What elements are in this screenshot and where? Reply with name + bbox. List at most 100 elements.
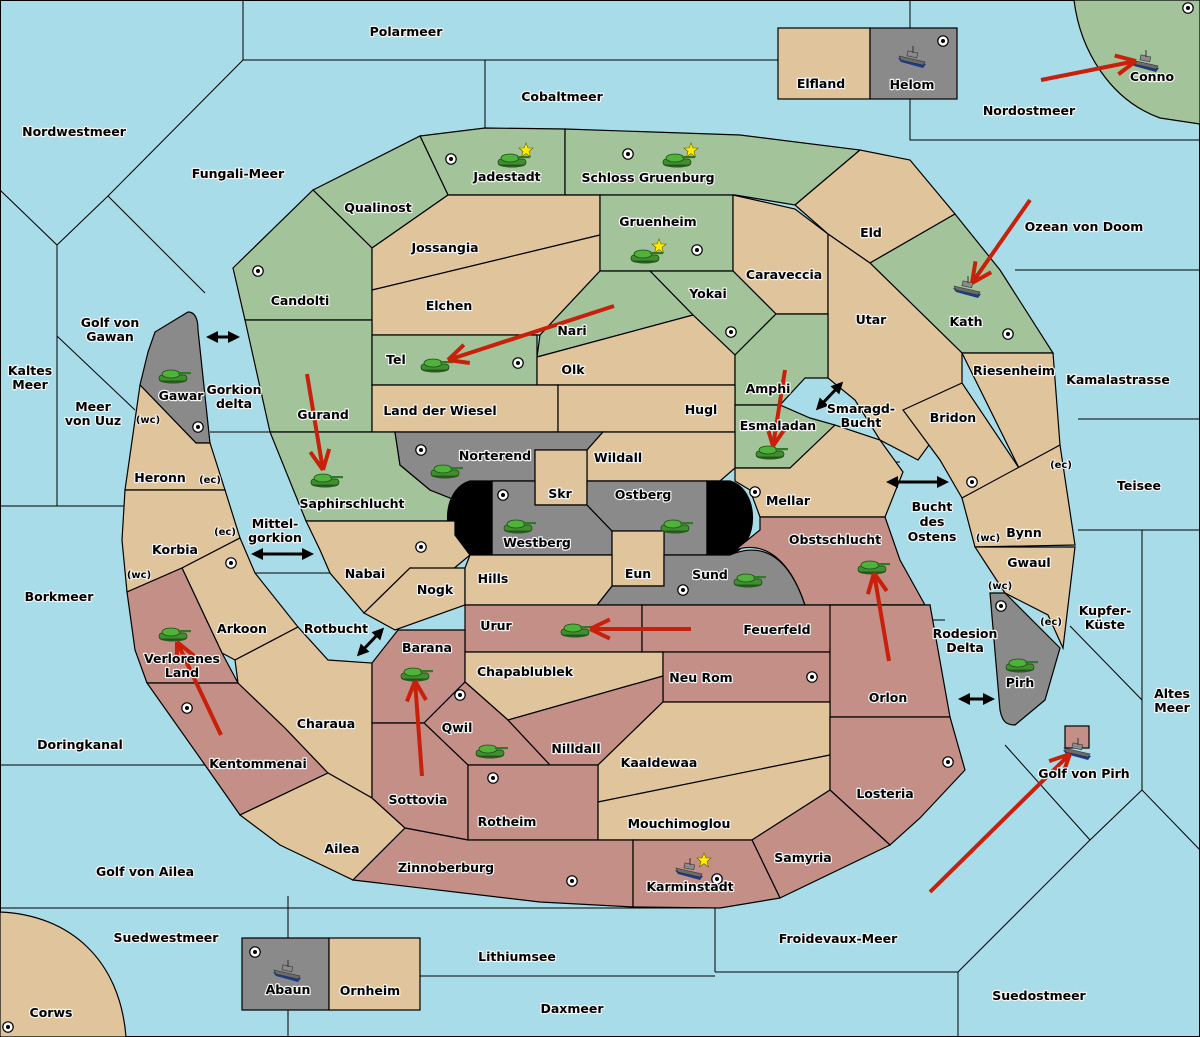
label-nordostmeer: Nordostmeer xyxy=(983,103,1076,118)
label-karminstadt: Karminstadt xyxy=(646,879,733,894)
label-skr: Skr xyxy=(548,486,572,501)
label-suedwestmeer: Suedwestmeer xyxy=(114,930,220,945)
label-esmaladan: Esmaladan xyxy=(740,418,816,433)
order-arrow-nari-to-tel xyxy=(446,304,615,365)
supply-center-icon xyxy=(415,541,427,553)
label-sund: Sund xyxy=(692,567,728,582)
connector-smaragd xyxy=(815,381,844,411)
province-skr[interactable] xyxy=(534,449,588,506)
label-borkmeer: Borkmeer xyxy=(25,589,95,604)
label-rotbucht: Rotbucht xyxy=(304,621,368,636)
label-qwil: Qwil xyxy=(442,720,473,735)
label-gruenheim: Gruenheim xyxy=(619,214,696,229)
supply-center-icon xyxy=(2,1021,14,1033)
label-helom: Helom xyxy=(890,77,935,92)
supply-center-icon xyxy=(249,946,261,958)
svg-text:Verlorenes: Verlorenes xyxy=(144,651,220,666)
label-losteria: Losteria xyxy=(856,786,913,801)
label-norterend: Norterend xyxy=(459,448,531,463)
svg-text:Meer: Meer xyxy=(12,377,48,392)
svg-text:Gorkion: Gorkion xyxy=(206,382,261,397)
label-nordwestmeer: Nordwestmeer xyxy=(22,124,127,139)
svg-text:Kaltes: Kaltes xyxy=(8,363,52,378)
coast-tag-gwaul-wc: (wc) xyxy=(988,581,1012,592)
label-jossangia: Jossangia xyxy=(410,240,478,255)
label-korbia: Korbia xyxy=(152,542,198,557)
label-golf-von-ailea: Golf von Ailea xyxy=(96,864,194,879)
label-obstschlucht: Obstschlucht xyxy=(789,532,881,547)
province-ornheim[interactable] xyxy=(328,937,421,1011)
sea-labels: Polarmeer Cobaltmeer Nordwestmeer Fungal… xyxy=(7,23,1192,1017)
svg-text:Gawan: Gawan xyxy=(86,329,134,344)
svg-text:Bucht: Bucht xyxy=(841,415,882,430)
svg-text:Küste: Küste xyxy=(1085,617,1125,632)
label-ailea: Ailea xyxy=(324,841,359,856)
label-cobaltmeer: Cobaltmeer xyxy=(521,89,603,104)
label-kentommenai: Kentommenai xyxy=(209,756,307,771)
order-arrow-nordostmeer-to-conno xyxy=(1040,53,1138,82)
supply-center-icon xyxy=(622,148,634,160)
order-arrow-gurand-to-saphirschlucht xyxy=(305,373,332,472)
province-pirh[interactable] xyxy=(989,592,1061,726)
province-mellar[interactable] xyxy=(734,424,904,518)
label-kamalastrasse: Kamalastrasse xyxy=(1066,372,1170,387)
province-bynn[interactable] xyxy=(961,444,1076,548)
supply-center-icon xyxy=(966,476,978,488)
label-charaua: Charaua xyxy=(297,716,355,731)
order-arrow-orlon-to-obstschlucht xyxy=(865,571,891,662)
svg-text:Smaragd-: Smaragd- xyxy=(827,401,895,416)
order-arrow-feuerfeld-to-urur xyxy=(589,617,691,641)
supply-center-icon xyxy=(497,489,509,501)
label-golf-von-pirh: Golf von Pirh xyxy=(1038,766,1129,781)
coast-tag-bynn-ec: (ec) xyxy=(1050,460,1072,471)
label-hugl: Hugl xyxy=(685,402,718,417)
svg-text:Rodesion: Rodesion xyxy=(933,626,998,641)
label-tel: Tel xyxy=(386,352,406,367)
label-pirh: Pirh xyxy=(1006,675,1035,690)
supply-center-icon xyxy=(1182,2,1194,14)
svg-text:delta: delta xyxy=(216,396,252,411)
label-daxmeer: Daxmeer xyxy=(540,1001,604,1016)
label-urur: Urur xyxy=(480,618,512,633)
label-bridon: Bridon xyxy=(930,410,976,425)
label-yokai: Yokai xyxy=(688,286,727,301)
label-fungali-meer: Fungali-Meer xyxy=(192,166,285,181)
supply-center-icon xyxy=(1002,328,1014,340)
label-gawar: Gawar xyxy=(159,388,205,403)
label-sottovia: Sottovia xyxy=(389,792,448,807)
province-corws[interactable] xyxy=(0,911,127,1037)
label-kaaldewaa: Kaaldewaa xyxy=(621,755,698,770)
label-polarmeer: Polarmeer xyxy=(370,24,444,39)
province-gruenheim[interactable] xyxy=(599,194,734,272)
label-suedostmeer: Suedostmeer xyxy=(992,988,1086,1003)
province-gwaul[interactable] xyxy=(973,546,1076,651)
province-elfland[interactable] xyxy=(777,27,871,100)
coast-tag-korbia-wc: (wc) xyxy=(127,570,151,581)
province-heronn[interactable] xyxy=(124,383,226,491)
label-abaun: Abaun xyxy=(266,982,311,997)
supply-center-icon xyxy=(454,689,466,701)
label-wildall: Wildall xyxy=(594,450,642,465)
supply-center-icon xyxy=(691,244,703,256)
label-schloss-gruenburg: Schloss Gruenburg xyxy=(581,170,714,185)
label-corws: Corws xyxy=(30,1005,73,1020)
supply-center-icon xyxy=(445,153,457,165)
supply-center-icon xyxy=(415,444,427,456)
svg-text:Mittel-: Mittel- xyxy=(252,516,299,531)
label-mittelgorkion: Mittel-gorkion xyxy=(247,515,303,546)
label-gwaul: Gwaul xyxy=(1007,555,1050,570)
supply-center-icon xyxy=(806,671,818,683)
province-karminstadt[interactable] xyxy=(632,839,781,909)
supply-center-icon xyxy=(937,35,949,47)
svg-text:Meer: Meer xyxy=(1154,700,1190,715)
svg-text:Altes: Altes xyxy=(1154,686,1190,701)
label-saphirschlucht: Saphirschlucht xyxy=(300,496,405,511)
label-jadestadt: Jadestadt xyxy=(472,169,540,184)
